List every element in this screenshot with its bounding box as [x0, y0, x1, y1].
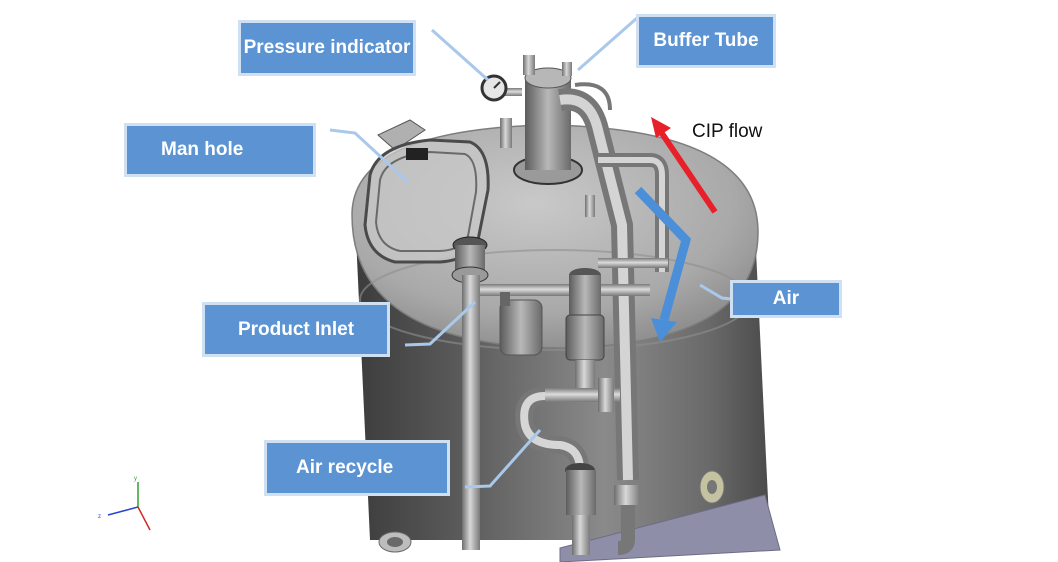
air-label: Air — [730, 280, 842, 318]
product-inlet-pipe — [451, 236, 489, 550]
header-pipe — [480, 258, 668, 296]
bottom-fitting — [378, 531, 412, 553]
cip-piping — [558, 88, 669, 555]
product-inlet-label: Product Inlet — [202, 302, 390, 357]
side-fitting — [699, 470, 725, 504]
air-recycle-label: Air recycle — [264, 440, 450, 496]
pressure-gauge — [480, 74, 522, 148]
cip-flow-label: CIP flow — [692, 121, 763, 142]
base-plate — [559, 494, 781, 562]
lid-fitting — [585, 195, 595, 217]
air-recycle-pipe — [515, 387, 596, 555]
svg-text:z: z — [98, 514, 101, 520]
svg-text:y: y — [134, 476, 137, 482]
xyz-axis-icon: y z — [98, 476, 151, 531]
cip-flow-arrow — [651, 117, 718, 214]
pressure-indicator-label: Pressure indicator — [238, 20, 416, 76]
air-flow-arrow — [634, 186, 692, 342]
sensor-cylinder — [499, 292, 543, 356]
buffer-tube-label: Buffer Tube — [636, 14, 776, 68]
air-valve — [540, 268, 620, 412]
man-hole-label: Man hole — [124, 123, 316, 177]
